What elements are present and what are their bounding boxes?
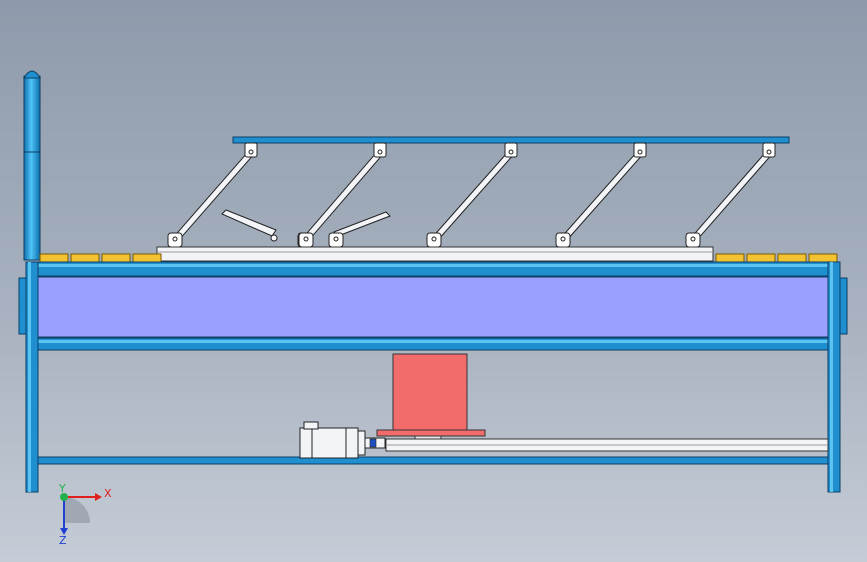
yellow-pad: [715, 253, 745, 263]
axis-label-y: Y: [58, 482, 66, 495]
yellow-pad: [746, 253, 776, 263]
yellow-pad: [70, 253, 100, 263]
linear-rail: [385, 438, 829, 452]
main-frame: [18, 261, 848, 493]
yellow-pad: [777, 253, 807, 263]
yellow-pad: [39, 253, 69, 263]
center-panel: [37, 276, 829, 338]
slide-block: [376, 353, 486, 450]
yellow-pads: [39, 253, 838, 263]
hanger-link: [167, 142, 258, 248]
hanger-link: [685, 142, 776, 248]
axis-label-z: Z: [59, 534, 67, 547]
yellow-pad: [132, 253, 162, 263]
angled-brackets: [221, 209, 391, 248]
top-plate: [156, 246, 714, 262]
top-rail: [232, 136, 790, 144]
y-axis-dot: [60, 493, 68, 501]
yellow-pad: [101, 253, 131, 263]
axis-label-x: X: [104, 487, 112, 500]
hanger-links: [167, 142, 776, 248]
left-vertical-post: [23, 70, 41, 261]
hanger-link: [555, 142, 647, 248]
servo-motor: [299, 421, 386, 459]
yellow-pad: [808, 253, 838, 263]
coordinate-triad: X Y Z: [58, 482, 112, 547]
hanger-link: [426, 142, 518, 248]
